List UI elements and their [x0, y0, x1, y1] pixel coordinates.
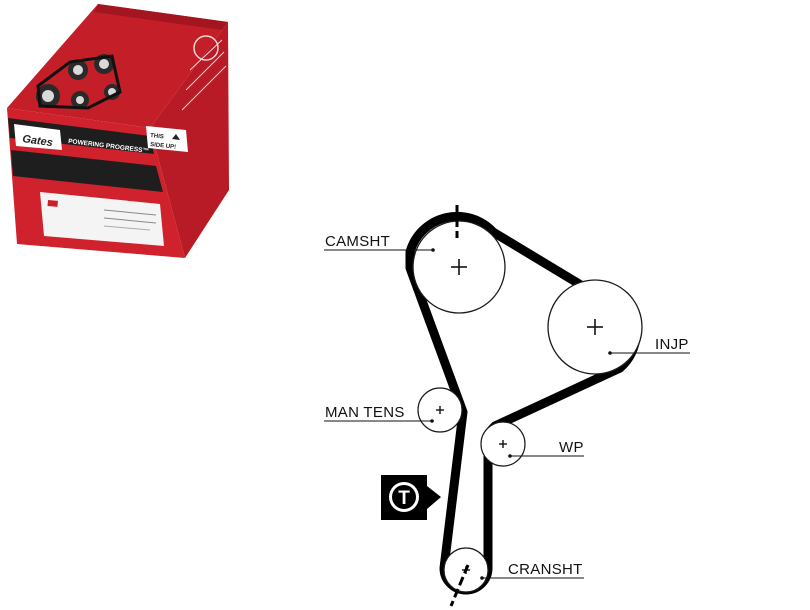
tension-marker-label: T: [398, 488, 410, 509]
this-side-up-label: THIS SIDE UP!: [146, 126, 188, 152]
box-side-graphics: [181, 35, 227, 111]
camshaft-label: CAMSHT: [325, 233, 390, 250]
manual-tensioner-pulley: [417, 387, 463, 433]
this-side-up-line1: THIS: [150, 133, 164, 140]
gates-logo-text: Gates: [22, 133, 54, 149]
box-top-face: [7, 4, 228, 128]
crankshaft-callout: CRANSHT: [480, 561, 584, 580]
camshaft-pulley: [412, 220, 506, 314]
crankshaft-timing-mark: [449, 564, 470, 607]
manual-tensioner-callout: MAN TENS: [324, 404, 434, 423]
box-right-face: [150, 22, 229, 258]
box-front-dark-band: [8, 118, 154, 154]
camshaft-callout: CAMSHT: [324, 233, 435, 252]
timing-belt-diagram: CAMSHT INJP MAN TENS WP CRANSHT: [324, 205, 690, 607]
manual-tensioner-label: MAN TENS: [325, 404, 405, 421]
injection-pump-pulley: [547, 279, 643, 375]
injection-pump-label: INJP: [655, 336, 689, 353]
water-pump-callout: WP: [508, 439, 584, 458]
box-pulley-illustration: [36, 54, 122, 110]
water-pump-label: WP: [559, 439, 584, 456]
this-side-up-line2: SIDE UP!: [150, 142, 177, 151]
product-box: Gates POWERING PROGRESS™ THIS SIDE UP!: [7, 4, 229, 258]
product-label-sticker: [40, 192, 164, 246]
box-front-dark-band-2: [11, 150, 163, 192]
crankshaft-label: CRANSHT: [508, 561, 583, 578]
box-top-back-band: [94, 4, 228, 30]
tension-marker: T: [381, 475, 441, 520]
gates-logo: Gates: [14, 124, 62, 150]
injection-pump-callout: INJP: [608, 336, 690, 355]
water-pump-pulley: [480, 421, 526, 467]
